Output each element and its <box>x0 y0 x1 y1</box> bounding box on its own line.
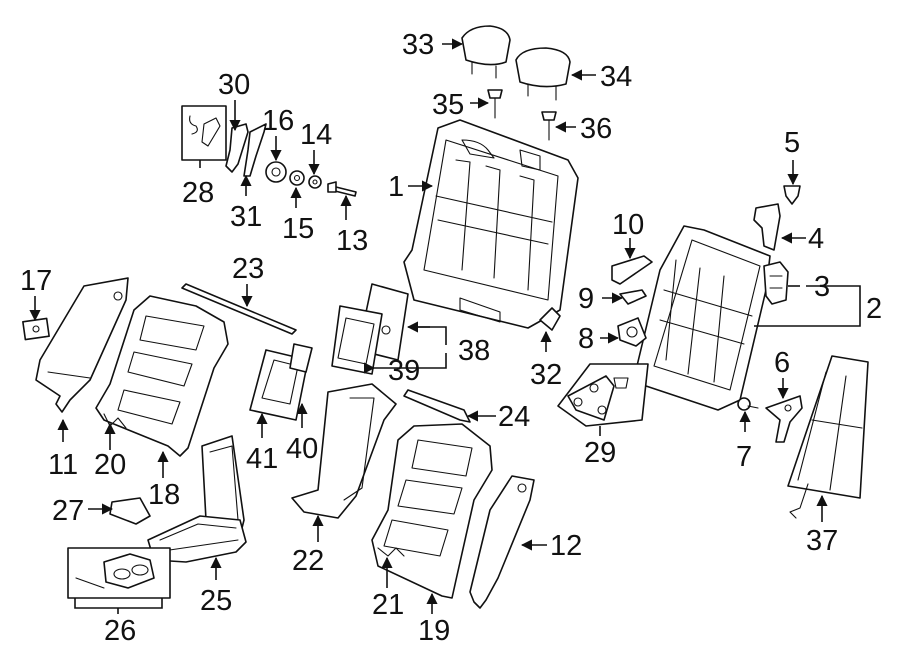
hinge-8 <box>617 317 647 347</box>
callout-3: 3 <box>814 271 830 303</box>
panel-40 <box>289 343 313 373</box>
callout-27: 27 <box>52 495 84 527</box>
callout-17: 17 <box>20 265 52 297</box>
latch-27 <box>109 497 151 525</box>
callout-10: 10 <box>612 209 644 241</box>
callout-20: 20 <box>94 449 126 481</box>
callout-28: 28 <box>182 177 214 209</box>
seat-back-frame-1 <box>403 119 579 329</box>
cover-10 <box>611 255 653 285</box>
callout-35: 35 <box>432 89 464 121</box>
callout-13: 13 <box>336 225 368 257</box>
clip-kit-28 <box>181 105 227 161</box>
strip-23 <box>181 283 297 335</box>
callout-34: 34 <box>600 61 632 93</box>
cap-5 <box>783 185 801 205</box>
bolt-7 <box>737 397 759 411</box>
clip-32 <box>539 307 561 331</box>
callout-38: 38 <box>458 335 490 367</box>
clip-9 <box>619 289 647 305</box>
callout-22: 22 <box>292 545 324 577</box>
clip-17 <box>22 317 50 341</box>
callout-30: 30 <box>218 69 250 101</box>
headrest-guide-36 <box>541 111 557 141</box>
callout-15: 15 <box>282 213 314 245</box>
callout-6: 6 <box>774 347 790 379</box>
seat-back-cover-20 <box>95 295 229 457</box>
callout-41: 41 <box>246 443 278 475</box>
callout-36: 36 <box>580 113 612 145</box>
callout-40: 40 <box>286 433 318 465</box>
hinge-kit-29 <box>557 363 649 427</box>
callout-2: 2 <box>866 293 882 325</box>
callout-4: 4 <box>808 223 824 255</box>
headrest-34 <box>515 47 571 101</box>
callout-39: 39 <box>388 355 420 387</box>
callout-32: 32 <box>530 359 562 391</box>
bushing-16 <box>265 161 287 183</box>
callout-1: 1 <box>388 171 404 203</box>
callout-14: 14 <box>300 119 332 151</box>
side-panel-11 <box>35 277 129 413</box>
nut-14 <box>308 175 322 189</box>
back-panel-37 <box>787 355 869 519</box>
hinge-plate-6 <box>765 395 803 443</box>
washer-15 <box>289 170 305 186</box>
callout-12: 12 <box>550 530 582 562</box>
strip-24 <box>403 389 471 423</box>
callout-8: 8 <box>578 323 594 355</box>
callout-24: 24 <box>498 401 530 433</box>
callout-21: 21 <box>372 589 404 621</box>
headrest-guide-35 <box>487 89 503 119</box>
callout-33: 33 <box>402 29 434 61</box>
armrest-cover-22 <box>291 383 397 519</box>
callout-16: 16 <box>262 105 294 137</box>
seat-back-cover-19 <box>371 423 493 599</box>
callout-26: 26 <box>104 615 136 647</box>
callout-29: 29 <box>584 437 616 469</box>
bolt-13 <box>327 181 357 197</box>
trim-31 <box>243 123 267 177</box>
callout-5: 5 <box>784 127 800 159</box>
trim-30 <box>225 123 249 173</box>
cupholder-kit-26 <box>67 547 171 599</box>
seat-back-frame-2 <box>635 225 771 411</box>
callout-23: 23 <box>232 253 264 285</box>
latch-4 <box>753 203 781 251</box>
callout-7: 7 <box>736 441 752 473</box>
callout-9: 9 <box>578 283 594 315</box>
armrest-frame-39 <box>331 305 383 375</box>
callout-37: 37 <box>806 525 838 557</box>
callout-31: 31 <box>230 201 262 233</box>
bracket-3 <box>763 261 789 305</box>
callout-25: 25 <box>200 585 232 617</box>
callout-19: 19 <box>418 615 450 647</box>
side-panel-12 <box>469 475 535 609</box>
callout-18: 18 <box>148 479 180 511</box>
headrest-33 <box>461 25 511 79</box>
callout-11: 11 <box>48 449 78 481</box>
